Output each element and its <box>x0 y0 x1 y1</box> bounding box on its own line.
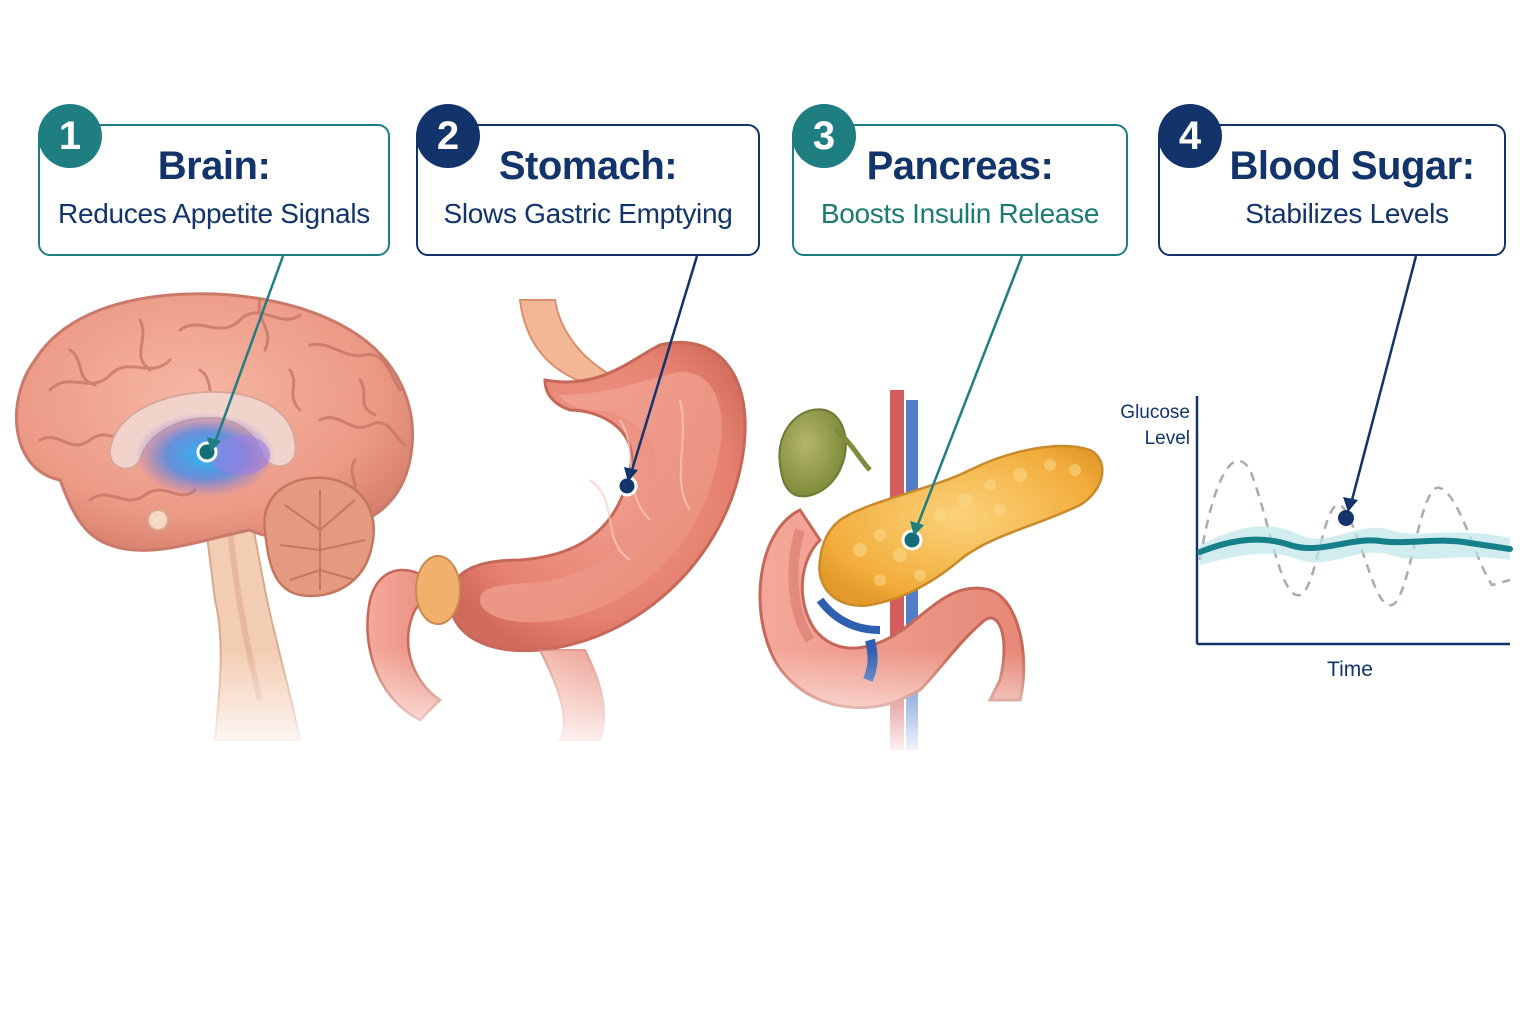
x-axis-label: Time <box>1327 658 1373 681</box>
step-1-subtitle: Reduces Appetite Signals <box>58 198 370 229</box>
step-2-callout-box: Stomach: Slows Gastric Emptying <box>416 124 760 256</box>
step-4-title: Blood Sugar: <box>1229 144 1475 188</box>
y-axis-label-line-1: Glucose <box>1120 402 1190 423</box>
stabilized-glucose-line <box>1197 536 1513 555</box>
step-1-title: Brain: <box>157 144 271 188</box>
step-1-callout-box: Brain: Reduces Appetite Signals <box>38 124 390 256</box>
brain-illustration <box>15 292 414 741</box>
step-3-number-badge: 3 <box>792 104 856 168</box>
step-4-number-badge: 4 <box>1158 104 1222 168</box>
stomach-illustration <box>366 299 747 741</box>
step-2-subtitle: Slows Gastric Emptying <box>443 198 733 229</box>
connector-step-3 <box>916 255 1024 525</box>
step-2-number-badge: 2 <box>416 104 480 168</box>
step-3-title: Pancreas: <box>866 144 1054 188</box>
pancreas-illustration <box>758 390 1104 750</box>
step-2-title: Stomach: <box>498 144 678 188</box>
glucose-band <box>1200 526 1510 565</box>
glucose-chart: Glucose Level Time <box>1120 396 1513 681</box>
step-4-subtitle: Stabilizes Levels <box>1245 198 1449 229</box>
connector-step-4 <box>1350 255 1418 501</box>
step-3-subtitle: Boosts Insulin Release <box>820 198 1100 229</box>
step-1-number-badge: 1 <box>38 104 102 168</box>
fluctuating-glucose-line <box>1198 459 1511 607</box>
connector-lines <box>207 255 1418 536</box>
connector-step-1 <box>214 255 285 441</box>
y-axis-label-line-2: Level <box>1145 428 1190 449</box>
connector-step-2 <box>630 255 699 471</box>
